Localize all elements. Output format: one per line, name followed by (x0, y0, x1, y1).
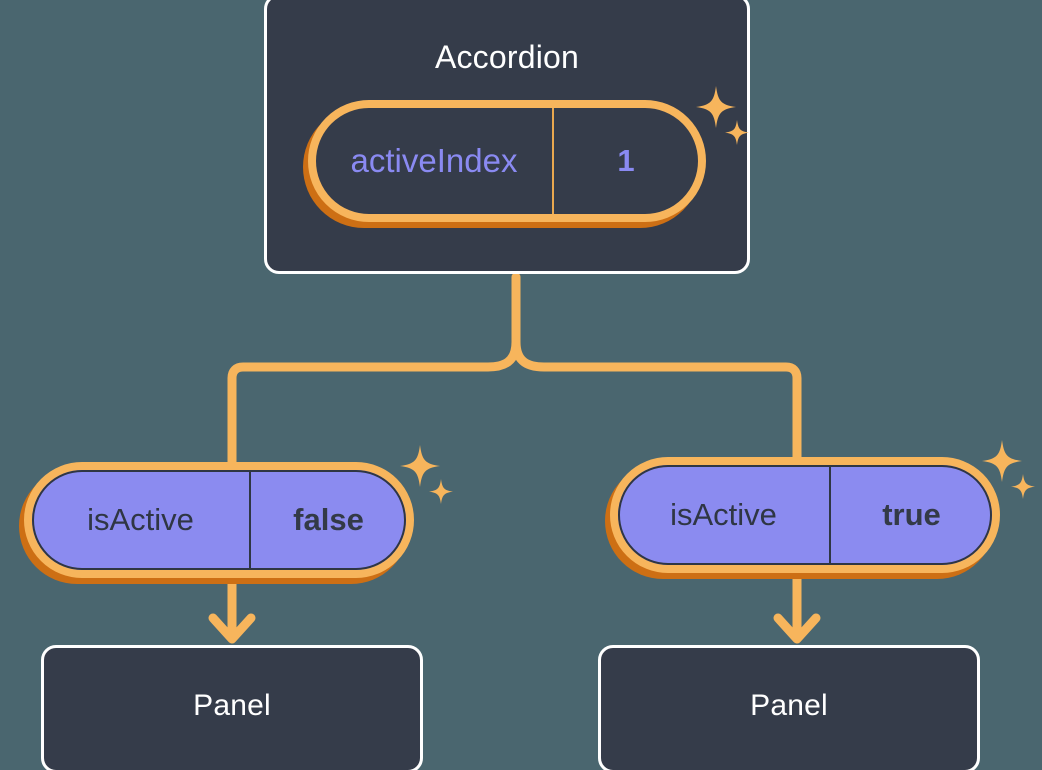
prop-value: 1 (617, 143, 635, 178)
panel-title: Panel (193, 689, 271, 722)
panel-title: Panel (750, 689, 828, 722)
prop-pill-isactive-false[interactable]: isActive false (24, 462, 414, 578)
prop-key: isActive (618, 465, 831, 565)
prop-key: activeIndex (316, 108, 554, 214)
prop-value: true (882, 497, 941, 532)
prop-pill-isactive-true[interactable]: isActive true (610, 457, 1000, 573)
panel-component-card-right[interactable]: Panel (598, 645, 980, 770)
connector-fork-left (227, 337, 521, 467)
prop-value: false (293, 502, 364, 537)
connector-arrow-right-head (773, 613, 821, 644)
prop-key: isActive (32, 470, 251, 570)
connector-fork-right (511, 337, 802, 462)
connector-arrow-left-head (208, 613, 256, 644)
accordion-title: Accordion (434, 39, 580, 75)
prop-pill-activeindex[interactable]: activeIndex 1 (308, 100, 706, 222)
panel-component-card-left[interactable]: Panel (41, 645, 423, 770)
